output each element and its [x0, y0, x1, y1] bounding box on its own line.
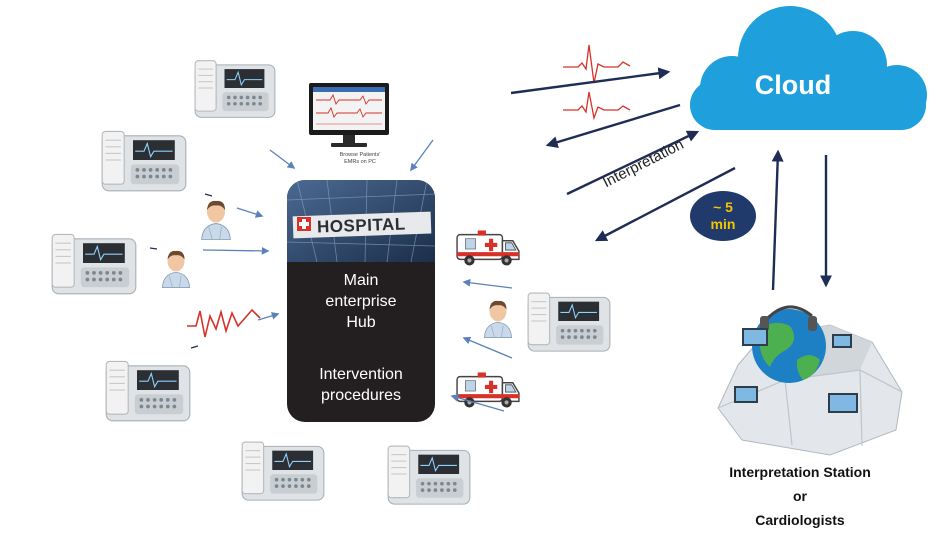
time-badge: ~ 5 min — [690, 191, 756, 241]
hospital-hub: HOSPITAL Main enterprise Hub Interventio… — [287, 180, 435, 422]
pc-caption-line2: EMRs on PC — [344, 159, 376, 165]
ecg-device-icon — [387, 445, 471, 505]
ecg-device-icon — [241, 441, 325, 501]
ecg-device-icon — [194, 60, 276, 118]
patient-icon — [161, 250, 191, 288]
time-badge-line2: min — [710, 216, 736, 232]
patient-icon — [483, 300, 513, 338]
ambulance-icon — [456, 229, 520, 267]
cloud-icon — [690, 6, 927, 130]
hub-subtitle-line1: Intervention — [319, 366, 403, 383]
interpretation-station-icon — [717, 305, 903, 456]
ecg-device-icon — [105, 360, 191, 422]
ecg-waveform — [563, 91, 631, 121]
ecg-waveform — [187, 308, 261, 338]
station-label-line2: or — [793, 488, 807, 504]
station-label-line1: Interpretation Station — [729, 464, 871, 480]
ambulance-icon — [456, 371, 520, 409]
hub-title-line3: Hub — [346, 314, 376, 331]
hub-subtitle-line2: procedures — [320, 387, 402, 404]
hub-title-line1: Main — [343, 272, 379, 289]
pc-monitor-icon — [309, 83, 389, 147]
patient-icon — [201, 200, 231, 240]
pc-caption-line1: Browse Patients' — [339, 152, 381, 158]
hospital-sign: HOSPITAL — [316, 214, 406, 237]
cloud-label: Cloud — [754, 70, 832, 100]
ecg-device-icon — [101, 130, 187, 192]
cloud-arrows — [510, 67, 832, 291]
station-label-line3: Cardiologists — [755, 512, 845, 528]
pc-caption: Browse Patients' EMRs on PC — [312, 152, 408, 166]
ecg-device-icon — [51, 233, 137, 295]
hospital-photo — [287, 180, 435, 262]
hub-title-line2: enterprise — [325, 293, 397, 310]
station-label: Interpretation Station or Cardiologists — [700, 460, 900, 532]
ecg-device-icon — [527, 292, 611, 352]
input-arrows — [202, 139, 513, 412]
time-badge-line1: ~ 5 — [713, 199, 733, 215]
